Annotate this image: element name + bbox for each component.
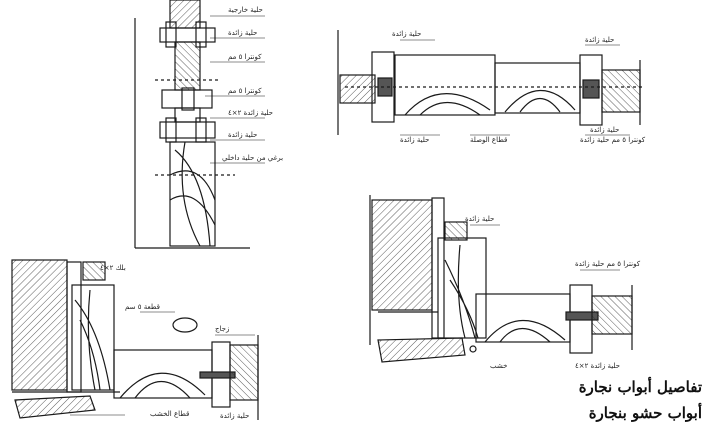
frame-detail-right xyxy=(369,195,633,363)
label-tl-1: حلية خارجية xyxy=(228,6,263,14)
label-tr-3: حلية زائدة xyxy=(400,136,430,144)
label-tl-4: كونترا ٥ مم xyxy=(228,87,262,95)
label-br-2: كونترا ٥ مم حلية زائدة xyxy=(575,260,641,268)
label-br-3: حلية زائدة ٢×٤ xyxy=(575,362,620,370)
label-tl-3: كونترا ٥ مم xyxy=(228,53,262,61)
label-bl-2: قطعة ٥ سم xyxy=(125,303,160,311)
label-tl-5: حلية زائدة ٢×٤ xyxy=(228,109,273,117)
label-tr-4: قطاع الوصلة xyxy=(470,136,508,144)
label-br-1: حلية زائدة xyxy=(465,215,495,223)
horizontal-section-detail xyxy=(337,30,645,136)
label-tl-7: برغي من حلية داخلي xyxy=(222,154,284,162)
vertical-section-detail xyxy=(134,0,265,249)
drawing-title-line-1: تفاصيل أبواب نجارة xyxy=(578,378,702,396)
label-br-4: خشب xyxy=(490,362,508,370)
label-tr-2: حلية زائدة xyxy=(585,36,615,44)
label-tr-5: كونترا ٥ مم حلية زائدة xyxy=(580,136,646,144)
label-tl-2: حلية زائدة xyxy=(228,29,258,37)
label-tr-6: حلية زائدة xyxy=(590,126,620,134)
drawing-title-line-2: أبواب حشو بنجارة xyxy=(588,404,702,422)
label-bl-4: قطاع الخشب xyxy=(150,410,190,418)
label-tr-1: حلية زائدة xyxy=(392,30,422,38)
label-tl-6: حلية زائدة xyxy=(228,131,258,139)
frame-detail-left xyxy=(11,259,259,420)
label-bl-5: حلية زائدة xyxy=(220,412,250,420)
label-bl-1: بلك ٢×٤ xyxy=(100,264,126,272)
label-bl-3: زجاج xyxy=(215,325,230,333)
